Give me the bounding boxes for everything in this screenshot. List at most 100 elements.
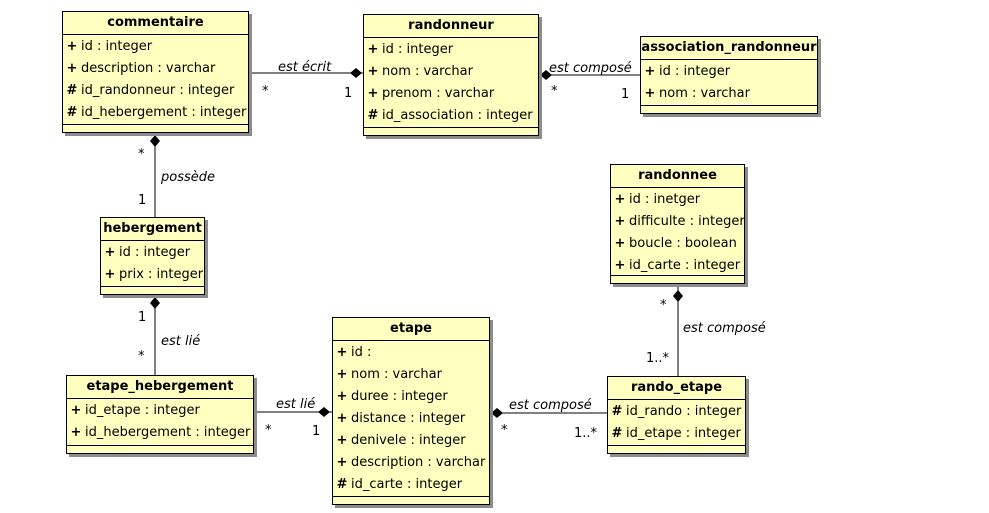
multiplicity-label: *: [551, 84, 558, 99]
attribute-row: +nom : varchar: [641, 83, 817, 105]
operations-compartment: [63, 124, 248, 132]
attribute-text: duree : integer: [351, 389, 448, 404]
attribute-text: id_rando : integer: [626, 404, 742, 419]
association-label: est lié: [161, 334, 201, 349]
multiplicity-label: *: [262, 84, 269, 99]
visibility-marker: +: [66, 61, 78, 76]
visibility-marker: +: [336, 411, 348, 426]
association-label: est écrit: [278, 60, 332, 75]
attribute-list: +id : integer+description : varchar#id_r…: [63, 35, 248, 124]
class-name: hebergement: [101, 218, 204, 241]
attribute-text: description : varchar: [81, 61, 216, 76]
class-commentaire[interactable]: commentaire+id : integer+description : v…: [62, 11, 249, 133]
attribute-text: id_etape : integer: [626, 426, 741, 441]
attribute-row: +id : integer: [364, 39, 538, 61]
attribute-row: +id : integer: [101, 242, 204, 264]
attribute-row: +id : integer: [63, 36, 248, 58]
multiplicity-label: 1..*: [646, 351, 670, 366]
attribute-text: prix : integer: [119, 267, 204, 282]
attribute-list: +id : inetger+difficulte : integer+boucl…: [611, 188, 745, 277]
visibility-marker: #: [611, 404, 623, 419]
attribute-row: +denivele : integer: [333, 430, 489, 452]
class-name: association_randonneur: [641, 37, 817, 60]
attribute-text: nom : varchar: [382, 64, 473, 79]
composition-diamond: [491, 408, 503, 418]
operations-compartment: [611, 275, 744, 283]
attribute-row: #id_rando : integer: [608, 401, 745, 423]
multiplicity-label: 1: [138, 310, 147, 325]
attribute-text: id : integer: [382, 42, 454, 57]
attribute-row: +boucle : boolean: [611, 233, 744, 255]
attribute-list: +id : integer+nom : varchar+prenom : var…: [364, 38, 538, 127]
visibility-marker: +: [66, 39, 78, 54]
visibility-marker: +: [336, 345, 348, 360]
multiplicity-label: *: [501, 423, 508, 438]
class-name: randonneur: [364, 15, 538, 38]
visibility-marker: +: [614, 236, 626, 251]
visibility-marker: +: [614, 214, 626, 229]
operations-compartment: [67, 445, 253, 453]
composition-diamond: [150, 135, 160, 147]
multiplicity-label: 1: [621, 87, 630, 102]
attribute-row: #id_hebergement : integer: [63, 102, 248, 124]
attribute-text: id : integer: [81, 39, 153, 54]
composition-diamond: [150, 297, 160, 309]
multiplicity-label: 1..*: [574, 426, 598, 441]
attribute-text: difficulte : integer: [629, 214, 745, 229]
multiplicity-label: 1: [344, 86, 353, 101]
class-association-randonneur[interactable]: association_randonneur+id : integer+nom …: [640, 36, 818, 114]
composition-diamond: [540, 70, 552, 80]
composition-diamond: [318, 407, 330, 417]
attribute-row: +distance : integer: [333, 408, 489, 430]
operations-compartment: [641, 105, 817, 113]
class-etape[interactable]: etape+id :+nom : varchar+duree : integer…: [332, 317, 490, 505]
attribute-text: id : inetger: [629, 192, 701, 207]
attribute-list: +id_etape : integer+id_hebergement : int…: [67, 399, 253, 444]
visibility-marker: #: [66, 105, 78, 120]
visibility-marker: #: [66, 83, 78, 98]
attribute-row: +id_carte : integer: [611, 255, 744, 277]
class-hebergement[interactable]: hebergement+id : integer+prix : integer: [100, 217, 205, 295]
attribute-row: +difficulte : integer: [611, 211, 745, 233]
attribute-text: id_etape : integer: [85, 403, 200, 418]
visibility-marker: +: [644, 64, 656, 79]
visibility-marker: +: [104, 267, 116, 282]
class-randonneur[interactable]: randonneur+id : integer+nom : varchar+pr…: [363, 14, 539, 136]
class-name: commentaire: [63, 12, 248, 35]
visibility-marker: +: [336, 455, 348, 470]
attribute-text: id : integer: [119, 245, 191, 260]
attribute-text: id_randonneur : integer: [81, 83, 235, 98]
attribute-row: +nom : varchar: [364, 61, 538, 83]
attribute-text: id_association : integer: [382, 108, 533, 123]
attribute-text: id_hebergement : integer: [85, 425, 251, 440]
visibility-marker: +: [367, 42, 379, 57]
attribute-text: id_carte : integer: [629, 258, 741, 273]
attribute-text: prenom : varchar: [382, 86, 495, 101]
multiplicity-label: 1: [312, 424, 321, 439]
class-rando-etape[interactable]: rando_etape#id_rando : integer#id_etape …: [607, 376, 746, 454]
class-name: randonnee: [611, 165, 744, 188]
association-label: possède: [161, 170, 215, 185]
attribute-row: +id : integer: [641, 61, 817, 83]
attribute-text: nom : varchar: [659, 86, 750, 101]
association-label: est lié: [276, 397, 316, 412]
attribute-text: id : integer: [659, 64, 731, 79]
visibility-marker: #: [611, 426, 623, 441]
attribute-text: nom : varchar: [351, 367, 442, 382]
multiplicity-label: 1: [138, 193, 147, 208]
visibility-marker: #: [336, 477, 348, 492]
attribute-row: +duree : integer: [333, 386, 489, 408]
class-randonnee[interactable]: randonnee+id : inetger+difficulte : inte…: [610, 164, 745, 284]
attribute-row: +id_hebergement : integer: [67, 422, 253, 444]
class-name: etape_hebergement: [67, 376, 253, 399]
visibility-marker: +: [367, 64, 379, 79]
attribute-list: +id : integer+prix : integer: [101, 241, 204, 286]
attribute-row: +prix : integer: [101, 264, 204, 286]
class-etape-hebergement[interactable]: etape_hebergement+id_etape : integer+id_…: [66, 375, 254, 454]
attribute-text: boucle : boolean: [629, 236, 737, 251]
attribute-row: +prenom : varchar: [364, 83, 538, 105]
multiplicity-label: *: [660, 298, 667, 313]
class-name: etape: [333, 318, 489, 341]
attribute-row: #id_association : integer: [364, 105, 538, 127]
